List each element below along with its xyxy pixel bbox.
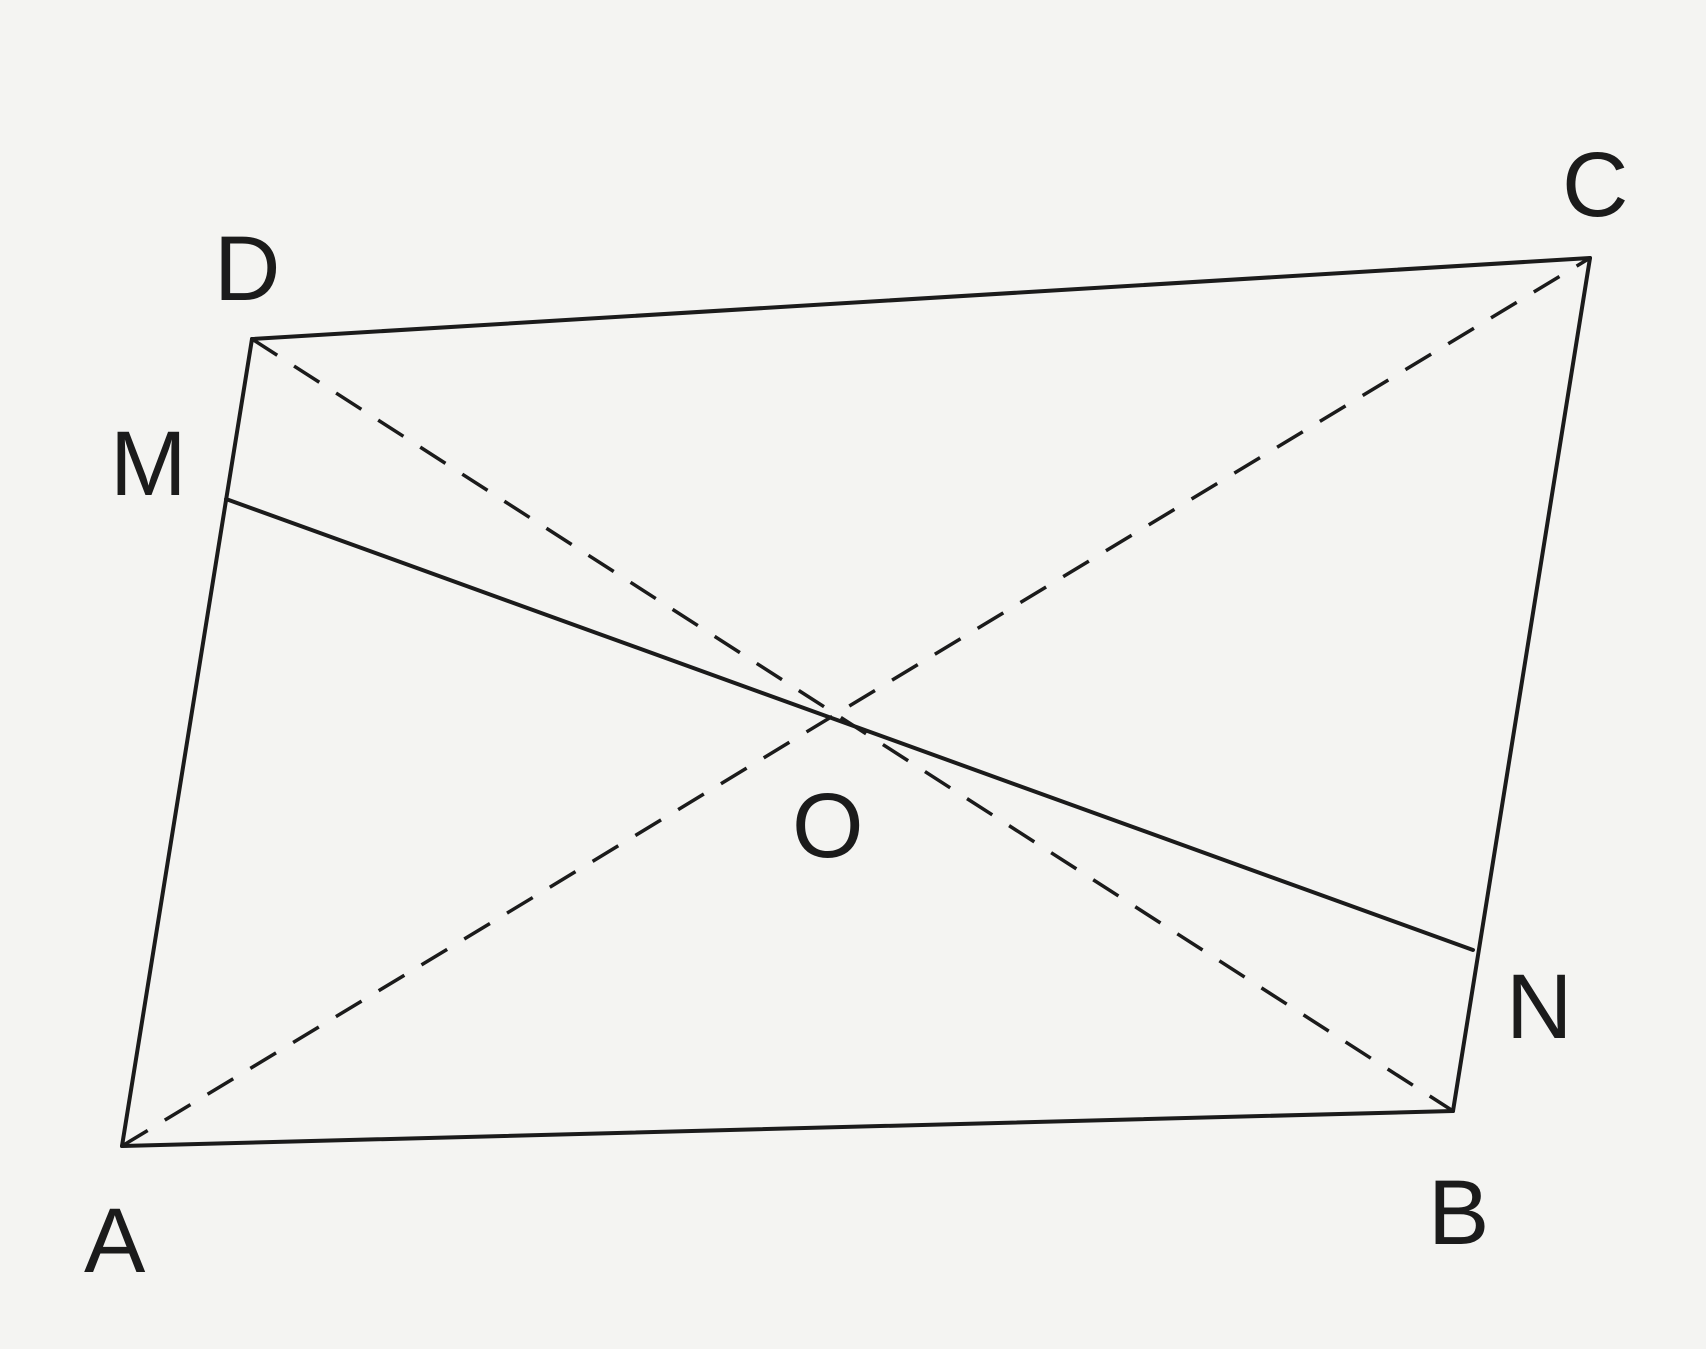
label-d: D: [214, 218, 280, 320]
label-o: O: [792, 775, 864, 877]
diagonal-ac: [121, 256, 1591, 1148]
label-c: C: [1562, 134, 1628, 236]
label-m: M: [110, 413, 187, 515]
side-cd: [250, 256, 1592, 341]
diagonal-bd: [251, 337, 1454, 1113]
side-da: [120, 337, 254, 1148]
label-n: N: [1506, 956, 1572, 1058]
side-bc: [1451, 256, 1592, 1113]
side-ab: [120, 1109, 1455, 1148]
label-b: B: [1428, 1162, 1489, 1264]
label-a: A: [84, 1190, 146, 1292]
